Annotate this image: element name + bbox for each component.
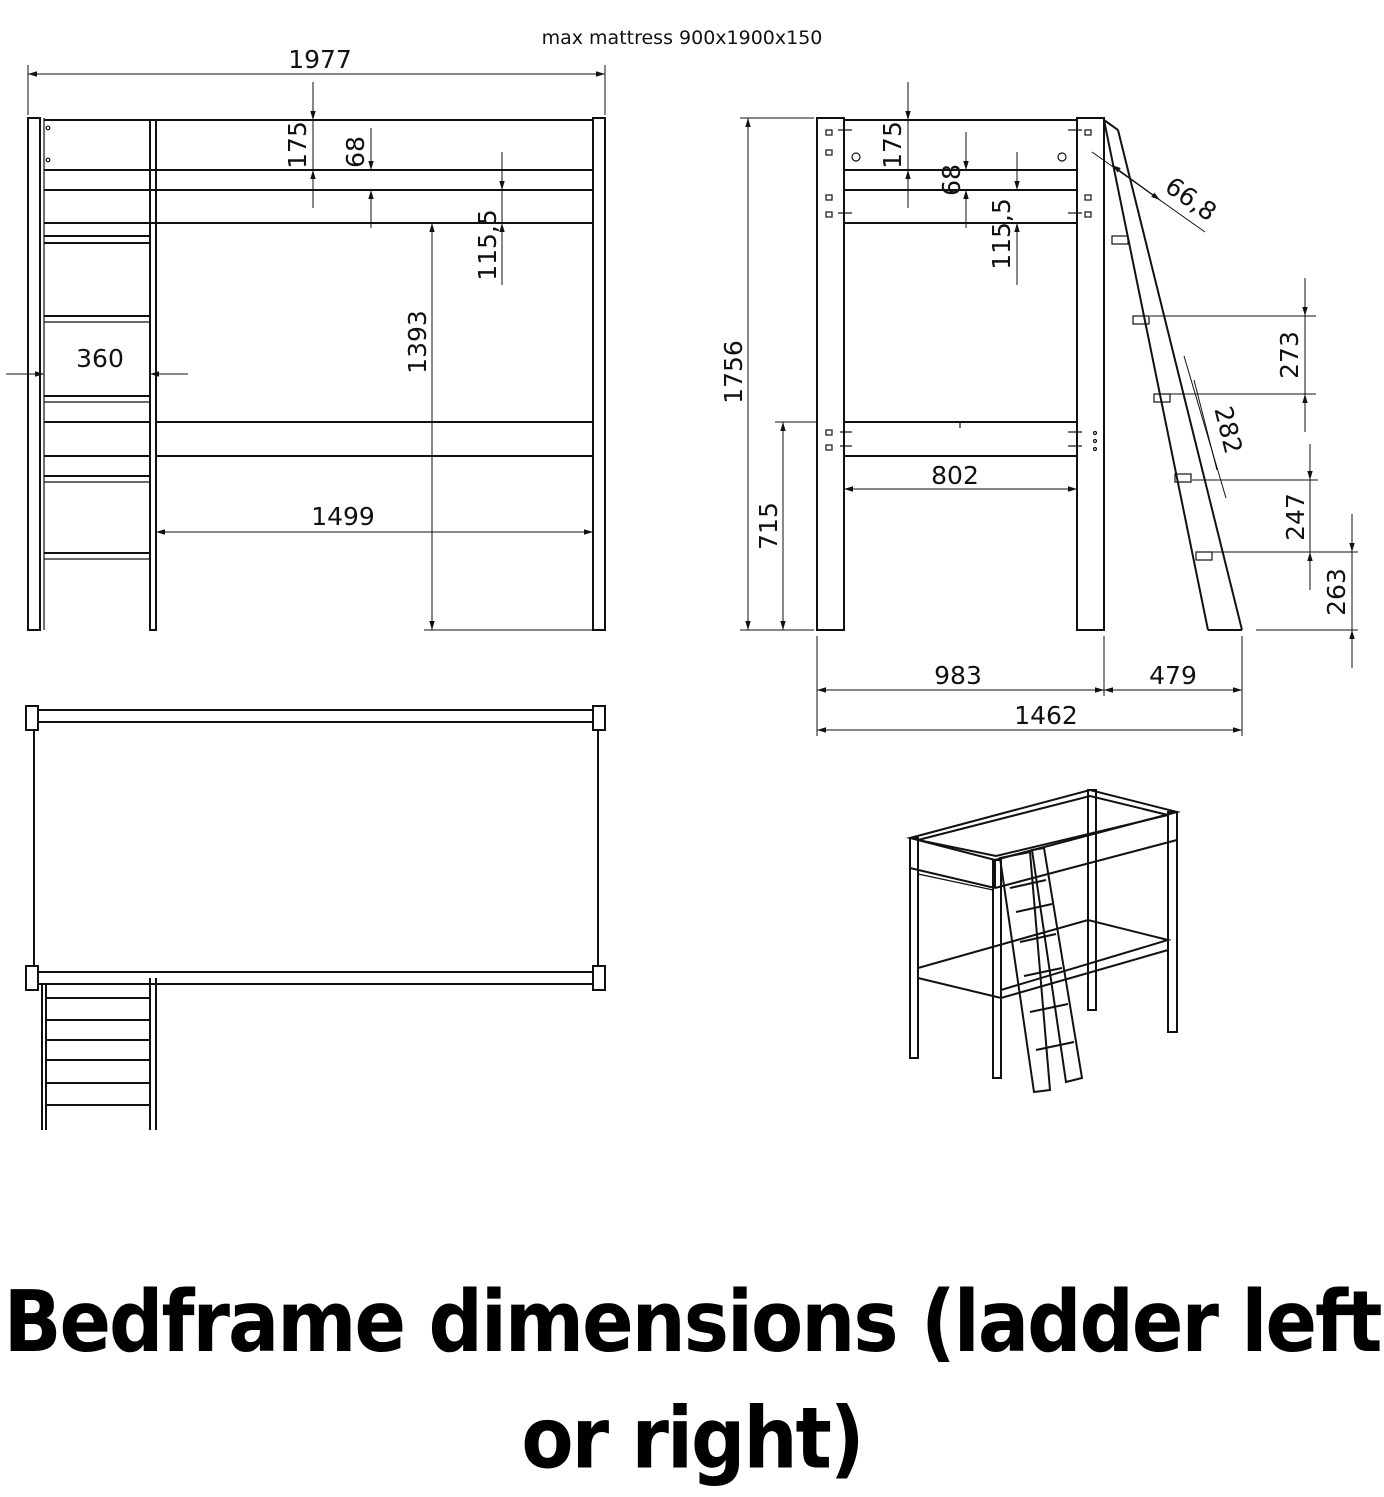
dim-clear-height: 1393 — [403, 310, 432, 374]
caption-title: Bedframe dimensions (ladder left or righ… — [3, 1271, 1383, 1488]
dim-step-spacing-1: 273 — [1275, 331, 1304, 379]
dim-step-bottom: 263 — [1322, 568, 1351, 616]
dim-lower-rail-height: 715 — [754, 502, 783, 550]
side-hardware — [825, 129, 1098, 452]
top-post-bl — [25, 965, 39, 991]
dim-overall-length: 1977 — [288, 45, 352, 74]
front-right-post — [592, 117, 606, 631]
dim-ladder-width: 360 — [76, 344, 124, 373]
front-ladder-post — [149, 119, 157, 631]
front-view: 1977 175 68 115,5 1393 360 1499 — [6, 45, 606, 631]
side-view: 1756 175 68 115,5 66,8 273 282 — [719, 82, 1358, 736]
dim-side-rail-top: 175 — [878, 121, 907, 169]
dim-front-rail-top: 175 — [283, 121, 312, 169]
dim-ladder-offset: 479 — [1149, 661, 1197, 690]
dim-ladder-angle: 66,8 — [1160, 171, 1222, 227]
dim-step-spacing-3: 247 — [1281, 493, 1310, 541]
dim-side-rail-gap: 68 — [937, 164, 966, 196]
dim-inner-width: 802 — [931, 461, 979, 490]
top-view — [25, 705, 606, 1130]
dim-front-rail-lower: 115,5 — [473, 209, 502, 281]
isometric-view — [906, 788, 1181, 1094]
mattress-note: max mattress 900x1900x150 — [542, 27, 823, 49]
dim-inner-length: 1499 — [311, 502, 375, 531]
side-right-post — [1076, 117, 1105, 631]
dim-overall-height: 1756 — [719, 340, 748, 404]
side-left-post — [816, 117, 845, 631]
dim-frame-depth: 983 — [934, 661, 982, 690]
dim-overall-depth: 1462 — [1014, 701, 1078, 730]
dim-side-rail-lower: 115,5 — [987, 198, 1016, 270]
top-post-br — [592, 965, 606, 991]
bedframe-technical-drawing: max mattress 900x1900x150 19 — [6, 27, 1358, 1130]
side-ladder — [1103, 119, 1243, 631]
dim-front-rail-gap: 68 — [341, 136, 370, 168]
top-post-tl — [25, 705, 39, 731]
dim-step-spacing-2: 282 — [1208, 403, 1248, 456]
top-post-tr — [592, 705, 606, 731]
